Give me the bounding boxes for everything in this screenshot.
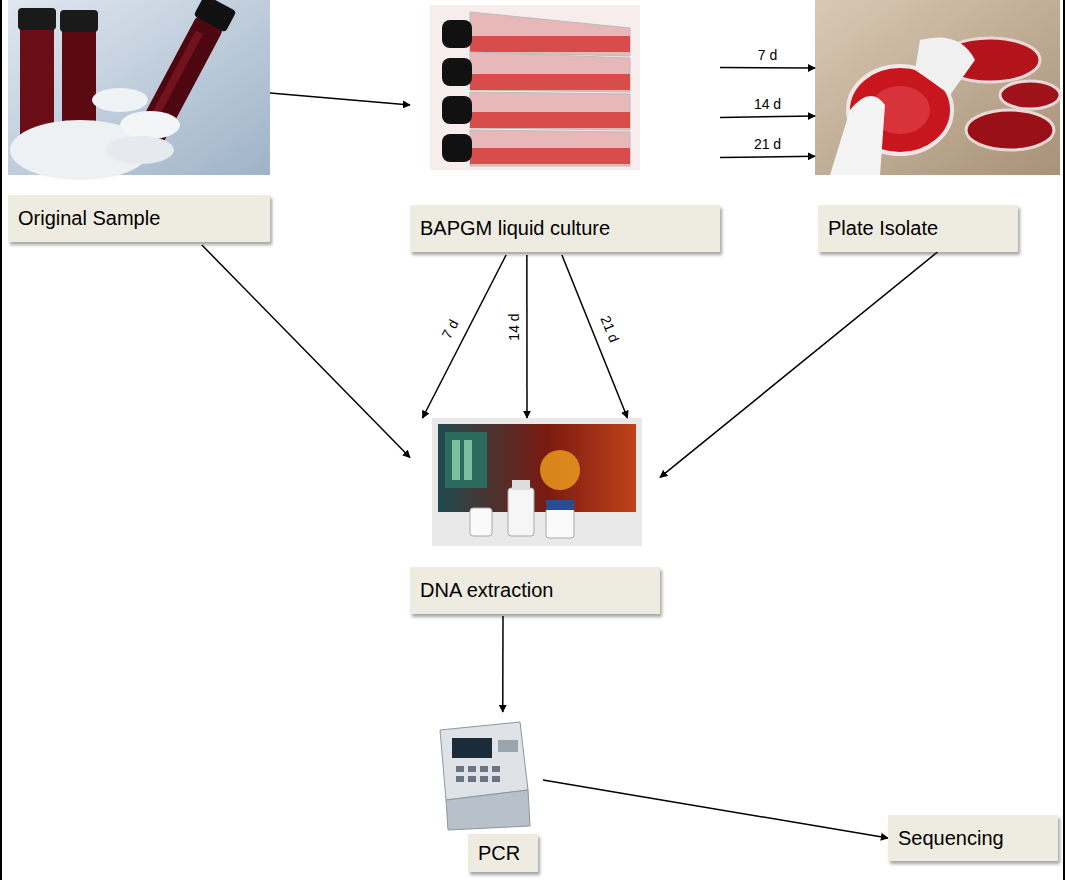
label-box: DNA extraction [410,567,660,614]
duration-label: 14 d [752,96,783,112]
arrow-connector [562,255,628,418]
node-label: Plate Isolate [828,217,938,240]
arrow-connector [423,255,507,418]
sequencing-node: Sequencing [888,815,1058,861]
arrow-connector [526,255,528,418]
arrow-connector [720,156,815,157]
label-box: Plate Isolate [818,205,1018,252]
pcr-node: PCR [428,712,543,874]
duration-label: 21 d [752,136,783,152]
duration-label: 14 d [506,311,522,342]
blood-tubes-photo [8,0,270,180]
label-box: Sequencing [888,815,1058,861]
duration-label: 7 d [756,47,779,63]
node-label: BAPGM liquid culture [420,217,610,240]
label-box: BAPGM liquid culture [410,205,720,252]
label-box: Original Sample [8,195,270,242]
sample-node: Original Sample [8,0,270,245]
label-box: PCR [468,834,538,872]
extraction-node: DNA extraction [410,418,660,616]
arrow-connector [660,252,938,477]
culture-node: BAPGM liquid culture [410,5,720,255]
culture-flasks-photo [430,5,640,170]
arrow-connector [720,67,815,69]
node-label: Sequencing [898,827,1004,850]
dna-kit-photo [432,418,642,546]
arrow-connector [720,116,815,118]
arrow-connector [270,93,410,105]
node-label: PCR [478,842,520,865]
duration-label: 21 d [596,311,623,346]
node-label: Original Sample [18,207,160,230]
thermocycler-photo [440,722,530,830]
arrow-connector [502,616,504,712]
plate-node: Plate Isolate [815,0,1060,252]
petri-dishes-photo [815,0,1060,175]
arrow-connector [202,245,410,458]
duration-label: 7 d [438,314,463,342]
node-label: DNA extraction [420,579,553,602]
arrow-connector [543,780,888,838]
